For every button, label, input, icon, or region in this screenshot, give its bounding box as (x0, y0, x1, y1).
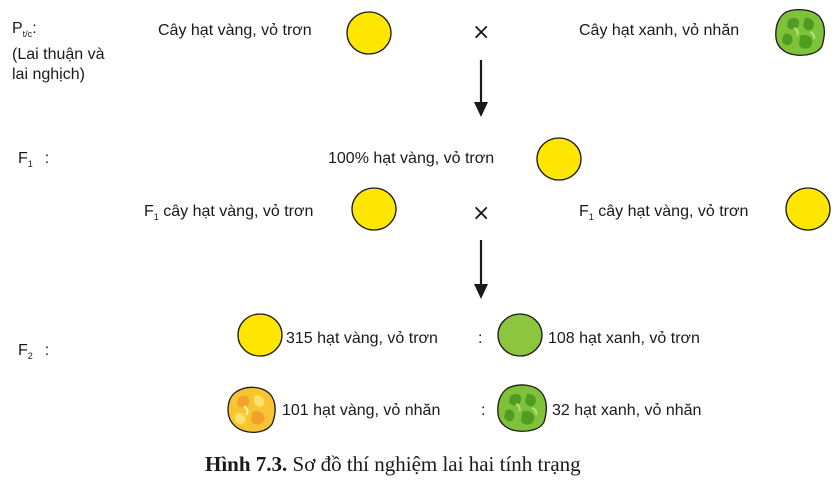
cross-symbol: × (472, 20, 491, 45)
generation-colon: : (32, 20, 37, 37)
yellow-smooth-seed-icon (237, 313, 283, 357)
generation-subscript: 1 (27, 159, 33, 169)
cross-note-line2: lai nghịch) (12, 66, 85, 83)
f1-plant-text: cây hạt vàng, vỏ trơn (593, 203, 749, 220)
generation-letter: P (12, 20, 23, 37)
generation-letter: F (579, 203, 589, 220)
generation-colon: : (44, 342, 50, 359)
f2-green-smooth-label: 108 hạt xanh, vỏ trơn (548, 330, 700, 347)
f1-cross-left-label: F1 cây hạt vàng, vỏ trơn (144, 203, 313, 226)
arrow-down-icon (474, 240, 488, 299)
generation-letter: F (18, 342, 28, 359)
generation-letter: F (18, 150, 28, 167)
generation-subscript: 1 (588, 212, 594, 222)
f1-plant-text: cây hạt vàng, vỏ trơn (158, 203, 314, 220)
cross-symbol: × (472, 201, 491, 226)
generation-label-f2: F2: (18, 342, 49, 365)
f2-yellow-smooth-label: 315 hạt vàng, vỏ trơn (286, 330, 438, 347)
green-wrinkled-seed-icon (775, 9, 825, 56)
generation-letter: F (144, 203, 154, 220)
caption-text: Sơ đồ thí nghiệm lai hai tính trạng (287, 452, 581, 476)
yellow-smooth-seed-icon (785, 187, 831, 231)
generation-colon: : (44, 150, 50, 167)
parent-left-label: Cây hạt vàng, vỏ trơn (158, 22, 312, 39)
generation-label-f1: F1: (18, 150, 49, 173)
f2-green-wrinkled-label: 32 hạt xanh, vỏ nhăn (552, 402, 702, 419)
cross-note-line1: (Lai thuận và (12, 46, 105, 63)
caption-number: Hình 7.3. (205, 452, 288, 476)
f2-yellow-wrinkled-label: 101 hạt vàng, vỏ nhăn (282, 402, 441, 419)
generation-label-p: Pt/c: (12, 20, 37, 43)
f1-result-label: 100% hạt vàng, vỏ trơn (328, 150, 495, 167)
figure-caption: Hình 7.3. Sơ đồ thí nghiệm lai hai tính … (205, 452, 581, 476)
ratio-separator: : (478, 330, 483, 347)
green-smooth-seed-icon (497, 313, 543, 357)
arrow-down-icon (474, 60, 488, 117)
ratio-separator: : (481, 402, 486, 419)
yellow-smooth-seed-icon (346, 11, 392, 55)
generation-subscript: 1 (153, 212, 159, 222)
yellow-smooth-seed-icon (536, 137, 582, 181)
generation-subscript: t/c (22, 29, 33, 39)
yellow-smooth-seed-icon (351, 187, 397, 231)
f1-cross-right-label: F1 cây hạt vàng, vỏ trơn (579, 203, 748, 226)
green-wrinkled-seed-icon (497, 384, 547, 432)
generation-subscript: 2 (27, 351, 33, 361)
parent-right-label: Cây hạt xanh, vỏ nhăn (579, 22, 740, 39)
yellow-wrinkled-seed-icon (227, 386, 276, 433)
